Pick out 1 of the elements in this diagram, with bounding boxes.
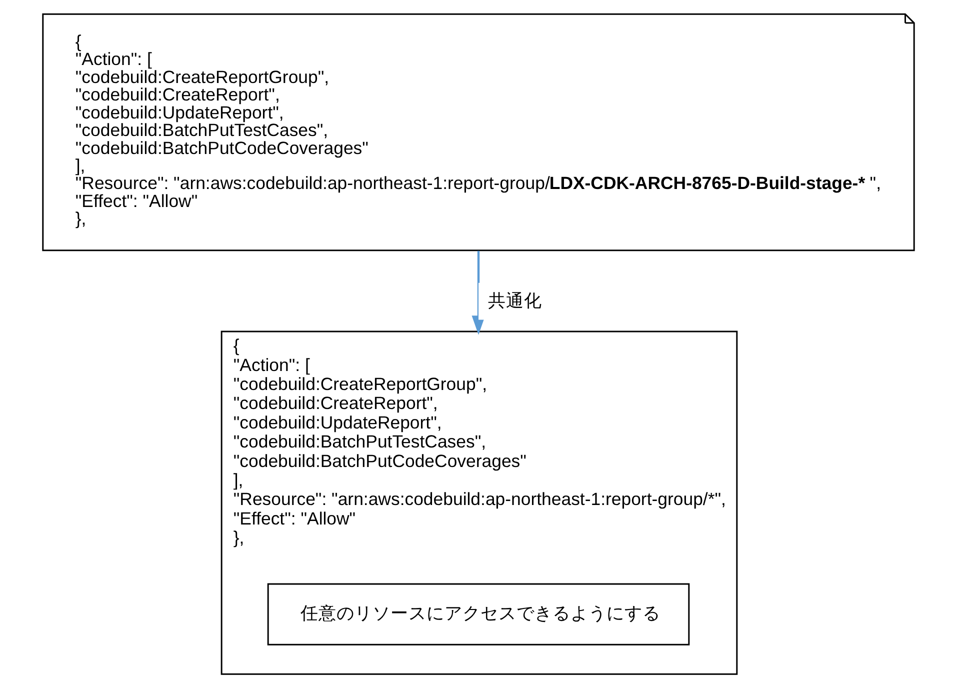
edge-label: 共通化 [488,290,542,311]
